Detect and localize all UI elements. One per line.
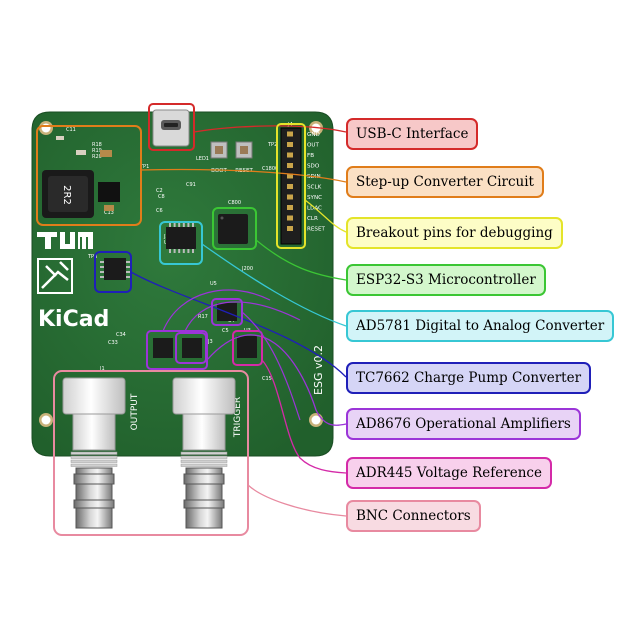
ref-designator: C2 (156, 188, 163, 194)
header-pin-label: SYNC (307, 195, 322, 201)
leader-line (247, 484, 347, 517)
highlight-box (36, 125, 142, 226)
leader-line (140, 168, 347, 183)
annotation-label: TC7662 Charge Pump Converter (346, 362, 592, 394)
annotation-label: BNC Connectors (346, 500, 481, 532)
highlight-box (276, 123, 306, 249)
ref-designator: LED1 (196, 156, 209, 162)
header-pin (287, 194, 293, 200)
trigger-label: TRIGGER (233, 397, 243, 438)
esp32-s3-chip (218, 214, 248, 244)
tc7662-chip (100, 258, 130, 280)
callout-lines (36, 103, 347, 536)
annotation-label: USB-C Interface (346, 118, 479, 150)
header-pin-label: GND (307, 132, 320, 138)
ref-designator: C13 (104, 210, 114, 216)
ref-designator: C33 (108, 340, 118, 346)
ref-designator: J200 (241, 266, 253, 272)
leader-line (206, 334, 347, 426)
ref-designator: C800 (228, 200, 241, 206)
inductor-marking: 2R2 (61, 185, 72, 205)
ref-designator: TP3 (87, 254, 97, 260)
header-pin (287, 163, 293, 168)
header-pin (287, 131, 293, 137)
ref-designator: J2 (163, 234, 169, 240)
header-pin-label: SDO (307, 164, 320, 170)
header-pin (287, 184, 293, 189)
leader-line (304, 199, 347, 233)
header-pin (287, 142, 293, 147)
tum-logo (37, 232, 93, 249)
ref-designator: C1800 (262, 166, 278, 172)
header-pin (287, 226, 293, 231)
ref-designator: C15 (262, 376, 272, 382)
annotation-label: AD5781 Digital to Analog Converter (346, 310, 615, 342)
highlight-box (232, 330, 263, 366)
leader-line (193, 125, 347, 133)
leader-line (130, 271, 347, 378)
ref-designator: R19 (92, 148, 102, 154)
ref-designator: C11 (66, 127, 76, 133)
output-label: OUTPUT (130, 393, 140, 430)
bnc-connector-trigger (172, 377, 236, 529)
ref-designator: C34 (116, 332, 126, 338)
ref-designator: TP2 (267, 142, 277, 148)
annotation-label: Step-up Converter Circuit (346, 166, 544, 198)
usb-c-connector (152, 109, 190, 147)
header-pin (287, 152, 293, 158)
header-pin-label: CLR (307, 216, 318, 222)
ref-designator: C5 (222, 328, 229, 334)
ref-designator: R17 (198, 314, 208, 320)
header-pin-label: SCLK (307, 185, 322, 191)
satellite-logo (37, 258, 73, 294)
highlight-box (53, 370, 249, 536)
bnc-connector-output (62, 377, 126, 529)
leader-line (261, 359, 347, 474)
annotation-label: AD8676 Operational Amplifiers (346, 408, 581, 440)
ad5781-chip (166, 223, 196, 253)
boot-label: BOOT (211, 168, 227, 174)
highlight-box (159, 221, 203, 265)
header-pin (287, 205, 293, 210)
header-pin (287, 173, 293, 179)
kicad-logo: KiCad (38, 307, 109, 332)
highlight-box (148, 103, 195, 151)
ref-designator: C91 (186, 182, 196, 188)
leader-line (201, 243, 347, 327)
ref-designator: J3 (207, 339, 213, 345)
leader-line (255, 239, 347, 281)
ref-designator: TP1 (139, 164, 149, 170)
header-pin (287, 215, 293, 221)
header-pin-label: OUT (307, 143, 319, 149)
header-pin-label: FB (307, 153, 314, 159)
ref-designator: U5 (210, 281, 217, 287)
annotation-label: ADR445 Voltage Reference (346, 457, 552, 489)
ref-designator: R18 (92, 142, 102, 148)
ref-designator: R20 (92, 154, 102, 160)
annotation-label: Breakout pins for debugging (346, 217, 563, 249)
ref-designator: C6 (156, 208, 163, 214)
header-pin-label: RESET (307, 227, 326, 233)
step-up-converter-parts: 2R2 (42, 136, 120, 218)
ref-designator: C8 (158, 194, 165, 200)
highlight-box (212, 207, 257, 250)
ref-designator: J1 (99, 366, 105, 372)
annotation-label: ESP32-S3 Microcontroller (346, 264, 546, 296)
